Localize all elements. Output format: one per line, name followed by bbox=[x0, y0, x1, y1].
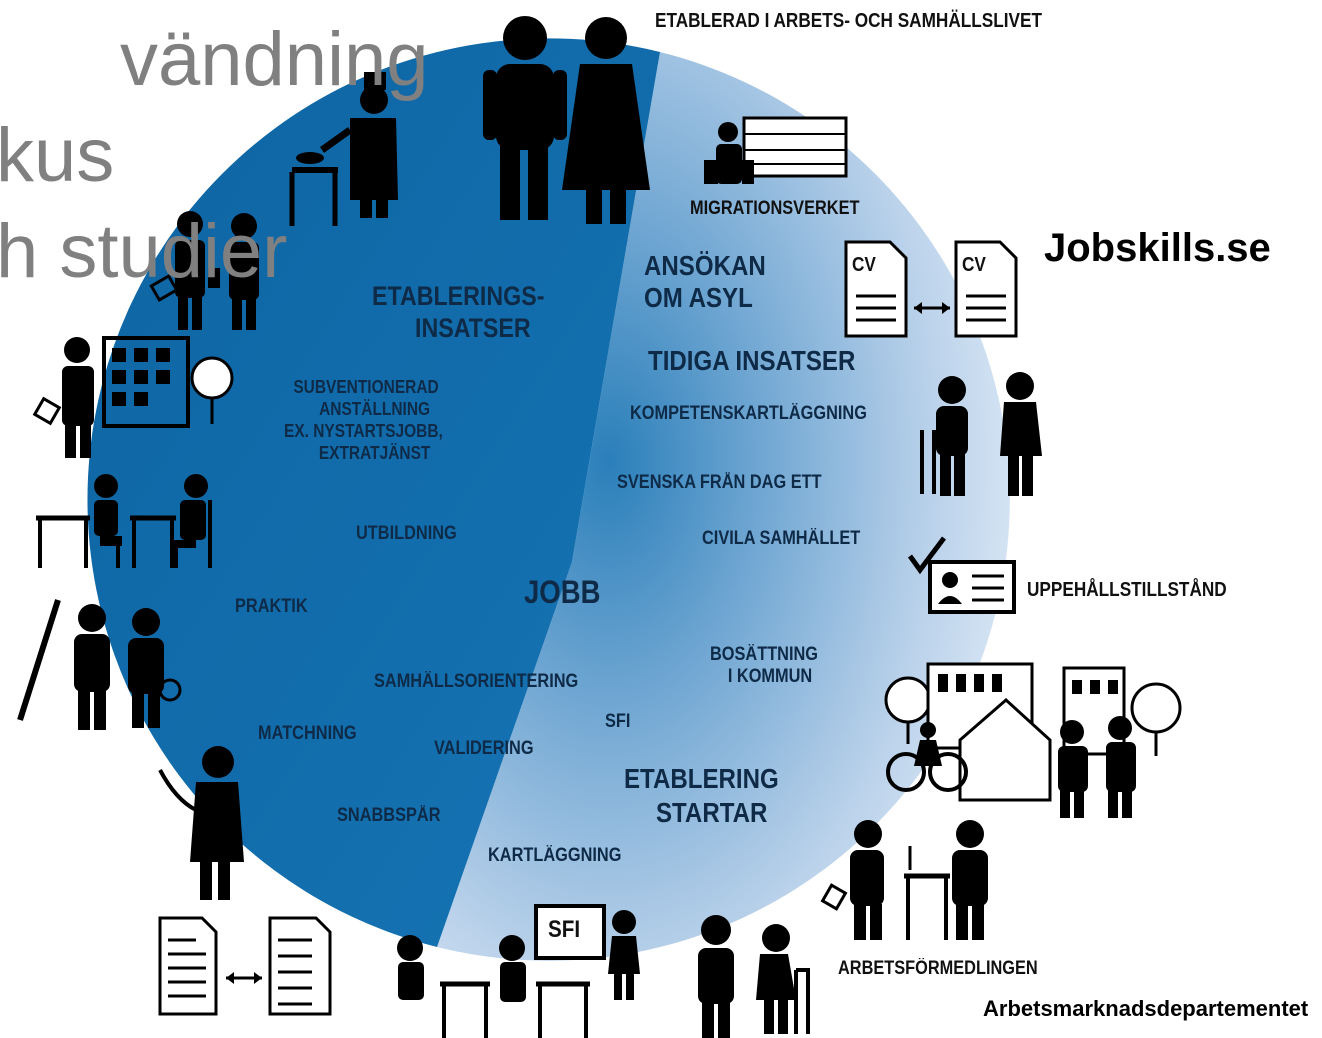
label-snabbspar: SNABBSPÅR bbox=[337, 805, 441, 826]
subventionerad-line2: ANSTÄLLNING bbox=[319, 399, 431, 419]
residence-permit-card-icon bbox=[907, 536, 1016, 614]
label-utbildning: UTBILDNING bbox=[356, 523, 457, 544]
label-praktik: PRAKTIK bbox=[235, 596, 308, 617]
cv-documents-icon bbox=[844, 240, 1018, 338]
migration-office-icon bbox=[704, 116, 848, 184]
caregiver-icon bbox=[920, 372, 1042, 496]
label-tidiga-insatser: TIDIGA INSATSER bbox=[648, 345, 856, 376]
bosattning-line1: BOSÄTTNING bbox=[710, 644, 819, 665]
label-ansokan-om-asyl: ANSÖKAN OM ASYL bbox=[644, 250, 766, 314]
label-kartlaggning: KARTLÄGGNING bbox=[488, 845, 622, 866]
brand-label: Jobskills.se bbox=[1044, 226, 1271, 270]
ansokan-line2: OM ASYL bbox=[644, 282, 753, 313]
bg-title-line2: kus bbox=[0, 113, 115, 198]
etablering-startar-line1: ETABLERING bbox=[624, 763, 779, 794]
housing-icon bbox=[884, 662, 1182, 818]
documents-exchange-icon bbox=[158, 916, 332, 1016]
label-matchning: MATCHNING bbox=[258, 723, 357, 744]
label-validering: VALIDERING bbox=[434, 738, 534, 759]
label-uppehallstillstand: UPPEHÅLLSTILLSTÅND bbox=[1027, 579, 1227, 601]
label-jobb: JOBB bbox=[524, 574, 601, 610]
cv-left-text: CV bbox=[852, 254, 876, 276]
etablering-startar-line2: STARTAR bbox=[655, 797, 768, 828]
label-etablering-startar: ETABLERING STARTAR bbox=[624, 762, 779, 830]
students-at-desks-icon bbox=[36, 474, 212, 568]
ansokan-line1: ANSÖKAN bbox=[644, 250, 766, 281]
office-building-icon bbox=[32, 336, 234, 458]
workers-icon bbox=[17, 599, 182, 730]
bg-title-line3: h studier bbox=[0, 209, 288, 294]
doctor-icon bbox=[158, 746, 244, 900]
employment-office-icon bbox=[820, 820, 988, 940]
subventionerad-line1: SUBVENTIONERAD bbox=[293, 377, 439, 397]
etableringsinsatser-line1: ETABLERINGS- bbox=[372, 281, 545, 311]
label-sfi: SFI bbox=[605, 711, 631, 732]
label-civila-samhallet: CIVILA SAMHÄLLET bbox=[702, 528, 861, 549]
sfi-classroom-icon bbox=[397, 904, 640, 1038]
couple-icon bbox=[483, 16, 650, 224]
label-migrationsverket: MIGRATIONSVERKET bbox=[690, 198, 860, 219]
label-bosattning: BOSÄTTNING I KOMMUN bbox=[710, 644, 818, 688]
label-svenska-fran-dag-ett: SVENSKA FRÅN DAG ETT bbox=[617, 472, 822, 493]
children-icon bbox=[149, 211, 259, 330]
etableringsinsatser-line2: INSATSER bbox=[414, 313, 531, 343]
label-etablerad: ETABLERAD I ARBETS- OCH SAMHÄLLSLIVET bbox=[655, 10, 1042, 32]
subventionerad-line4: EXTRATJÄNST bbox=[318, 443, 431, 463]
chef-icon bbox=[289, 72, 398, 226]
subventionerad-line3: EX. NYSTARTSJOBB, bbox=[284, 421, 443, 441]
ministry-label: Arbetsmarknadsdepartementet bbox=[983, 996, 1309, 1021]
label-samhallsorientering: SAMHÄLLSORIENTERING bbox=[374, 671, 579, 692]
label-kompetenskartlaggning: KOMPETENSKARTLÄGGNING bbox=[630, 403, 867, 424]
cv-right-text: CV bbox=[962, 254, 986, 276]
bosattning-line2: I KOMMUN bbox=[727, 666, 813, 687]
bg-title-line1: vändning bbox=[120, 17, 429, 102]
label-arbetsformedlingen: ARBETSFÖRMEDLINGEN bbox=[838, 958, 1038, 979]
sfi-board-text: SFI bbox=[548, 916, 581, 943]
label-subventionerad: SUBVENTIONERAD ANSTÄLLNING EX. NYSTARTSJ… bbox=[284, 376, 443, 464]
label-etableringsinsatser: ETABLERINGS- INSATSER bbox=[372, 280, 544, 344]
elderly-care-icon bbox=[698, 915, 810, 1038]
